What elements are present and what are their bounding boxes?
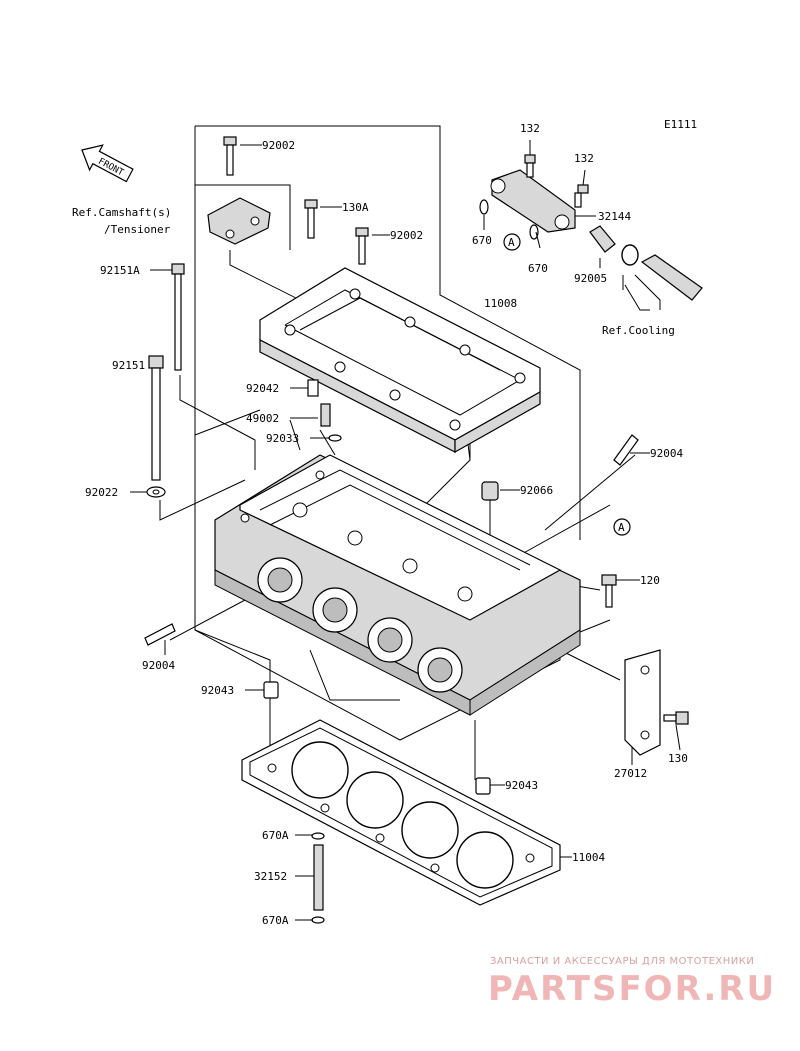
o-ring-670-mid <box>529 224 539 240</box>
label-92042: 92042 <box>246 382 279 395</box>
label-92033: 92033 <box>266 432 299 445</box>
label-130: 130 <box>668 752 688 765</box>
bolt-92151A <box>171 263 185 371</box>
bolt-130 <box>663 711 689 725</box>
label-670A-top: 670A <box>262 829 289 842</box>
label-32152: 32152 <box>254 870 287 883</box>
label-ref-cooling: Ref.Cooling <box>602 324 675 337</box>
bolt-130A <box>304 199 318 239</box>
label-670-mid: 670 <box>528 262 548 275</box>
label-130A: 130A <box>342 201 369 214</box>
marker-a-cooling: A <box>503 233 521 251</box>
o-ring-670A-bottom <box>311 916 325 924</box>
label-92002-top: 92002 <box>262 139 295 152</box>
leader-lines <box>130 140 681 921</box>
label-92043-right: 92043 <box>505 779 538 792</box>
bolt-92151 <box>148 355 164 481</box>
camshaft-holder-11008 <box>259 267 541 454</box>
label-92151A: 92151A <box>100 264 140 277</box>
cylinder-head <box>214 454 581 716</box>
head-gasket-11004 <box>241 719 561 906</box>
bolt-132-top <box>524 154 536 178</box>
hose-clamp <box>621 244 639 266</box>
label-92066: 92066 <box>520 484 553 497</box>
label-92022: 92022 <box>85 486 118 499</box>
watermark-tagline: ЗАПЧАСТИ И АКСЕССУАРЫ ДЛЯ МОТОТЕХНИКИ <box>490 956 754 967</box>
bolt-132-right <box>574 184 589 208</box>
label-670A-bottom: 670A <box>262 914 289 927</box>
diagram-code: E1111 <box>664 118 697 131</box>
label-ref-tensioner: /Tensioner <box>104 223 171 236</box>
label-ref-camshaft: Ref.Camshaft(s) <box>72 206 171 219</box>
watermark-brand: PARTSFOR.RU <box>488 969 776 1009</box>
label-32144: 32144 <box>598 210 631 223</box>
label-670-left: 670 <box>472 234 492 247</box>
stud-92004-left <box>144 623 176 646</box>
label-a-right: A <box>618 521 625 534</box>
oil-pipe-49002 <box>320 403 331 427</box>
coolant-hose <box>640 254 703 301</box>
o-ring-670A-top <box>311 832 325 840</box>
dowel-92043-right <box>475 777 491 795</box>
label-132-top: 132 <box>520 122 540 135</box>
watermark: ЗАПЧАСТИ И АКСЕССУАРЫ ДЛЯ МОТОТЕХНИКИ PA… <box>488 956 776 1009</box>
o-ring-670-left <box>479 199 489 215</box>
label-92004-right: 92004 <box>650 447 683 460</box>
marker-a-right: A <box>613 518 631 536</box>
label-92005: 92005 <box>574 272 607 285</box>
front-arrow-icon: FRONT <box>81 144 134 183</box>
camshaft-tensioner-bracket <box>207 197 271 245</box>
bracket-27012 <box>624 649 661 756</box>
fitting-92005 <box>589 225 616 253</box>
label-49002: 49002 <box>246 412 279 425</box>
washer-92022 <box>146 486 166 498</box>
water-pipe-32144 <box>490 169 576 233</box>
part-labels: 92002 Ref.Camshaft(s) /Tensioner 130A 92… <box>72 122 688 927</box>
label-27012: 27012 <box>614 767 647 780</box>
label-120: 120 <box>640 574 660 587</box>
stud-92004-right <box>613 434 639 466</box>
label-a-cooling: A <box>508 236 515 249</box>
label-132-right: 132 <box>574 152 594 165</box>
cap-92066 <box>481 481 499 501</box>
label-92002-mid: 92002 <box>390 229 423 242</box>
dowel-92043-left <box>263 681 279 699</box>
pipe-32152 <box>313 844 324 911</box>
o-ring-92033 <box>328 434 342 442</box>
label-11008: 11008 <box>484 297 517 310</box>
dowel-pin-92042 <box>307 379 319 397</box>
bolt-92002-top <box>223 136 237 176</box>
label-11004: 11004 <box>572 851 605 864</box>
label-92151: 92151 <box>112 359 145 372</box>
bolt-92002-mid <box>355 227 369 265</box>
label-92004-left: 92004 <box>142 659 175 672</box>
label-92043-left: 92043 <box>201 684 234 697</box>
bolt-120 <box>601 574 617 608</box>
